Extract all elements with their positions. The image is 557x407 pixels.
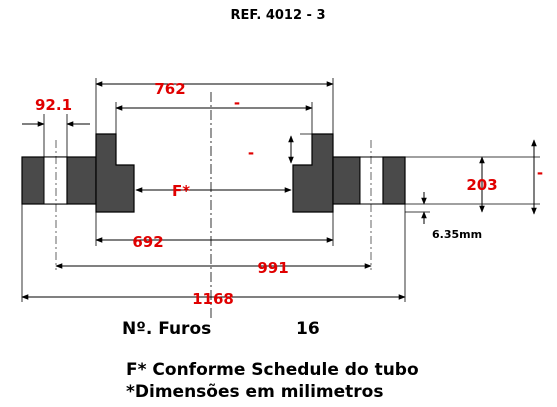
label-neck-height: -	[248, 144, 254, 162]
label-thickness: 92.1	[35, 96, 72, 114]
note-units: *Dimensões em milimetros	[126, 382, 383, 402]
holes-value: 16	[296, 319, 320, 339]
left-hub	[95, 133, 135, 213]
right-bolt-hole	[359, 156, 384, 205]
label-hub-height: -	[234, 94, 240, 112]
left-bolt-hole	[43, 156, 68, 205]
right-flange-body	[382, 156, 406, 205]
note-schedule: F* Conforme Schedule do tubo	[126, 360, 419, 380]
label-hub-diameter: 762	[154, 80, 185, 98]
dimension-lines	[21, 81, 537, 300]
right-hub	[292, 133, 334, 213]
label-flange-height: 203	[466, 176, 497, 194]
label-outside-diameter: 1168	[192, 290, 234, 308]
label-raised-face-height: 6.35mm	[432, 228, 482, 241]
holes-label: Nº. Furos	[122, 319, 211, 339]
right-flange-body-mid	[332, 156, 361, 205]
reference-title: REF. 4012 - 3	[231, 8, 326, 23]
flange-section	[21, 133, 406, 213]
label-flange-height-right: -	[537, 164, 543, 182]
label-bore: F*	[172, 182, 190, 200]
label-bolt-circle: 991	[257, 259, 288, 277]
label-raised-face-diameter: 692	[132, 233, 163, 251]
left-flange-body-mid	[66, 156, 97, 205]
